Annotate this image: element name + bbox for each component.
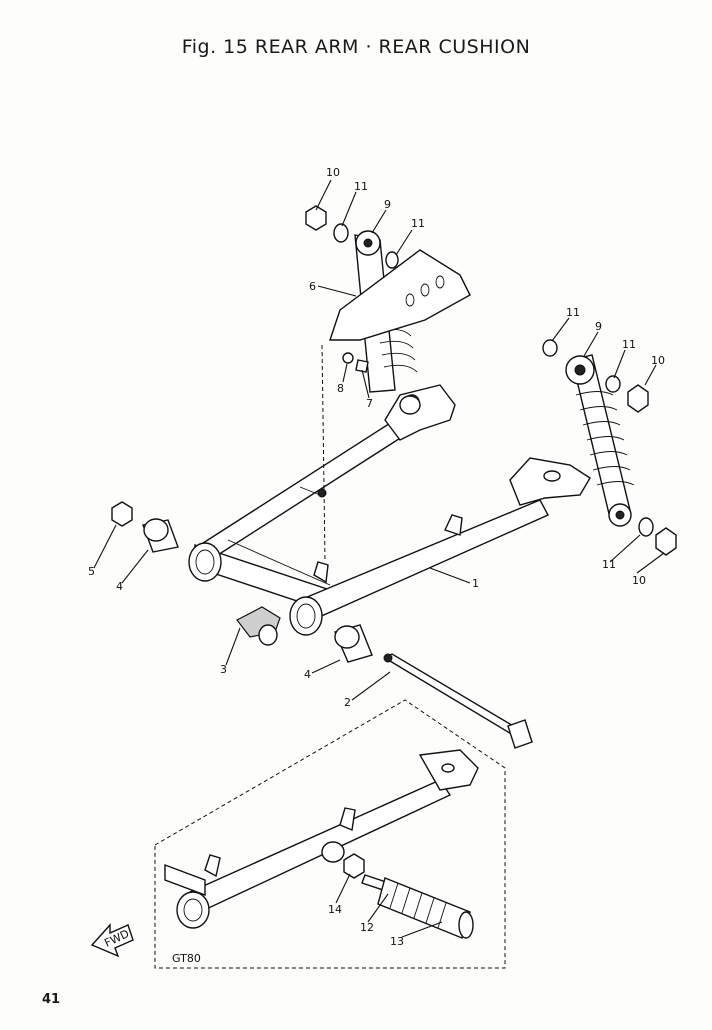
callout-9-right: 9 (595, 320, 602, 333)
rear-arm (188, 384, 591, 636)
callout-14: 14 (328, 903, 342, 916)
page-number: 41 (42, 992, 61, 1007)
figure-title: Fig. 15 REAR ARM · REAR CUSHION (181, 36, 531, 58)
variant-label: GT80 (172, 952, 201, 965)
chain-adjuster (236, 606, 281, 646)
callout-10-right: 10 (651, 354, 665, 367)
callout-11-upper: 11 (411, 217, 425, 230)
callout-13: 13 (390, 935, 404, 948)
leader-lines (93, 179, 665, 938)
rear-cushion-right (542, 339, 677, 556)
pivot-shaft (383, 653, 533, 749)
callout-10-lower: 10 (632, 574, 646, 587)
pivot-bush-left (111, 501, 179, 553)
spring-coils-right (575, 391, 635, 486)
fwd-arrow-icon: FWD (90, 923, 134, 958)
callout-6: 6 (309, 280, 316, 293)
pivot-bush-right (334, 624, 373, 663)
callout-11-right: 11 (622, 338, 636, 351)
callout-12: 12 (360, 921, 374, 934)
callouts: 10 11 9 11 6 8 7 11 9 11 10 11 10 1 5 4 … (88, 166, 665, 965)
callout-9-left: 9 (384, 198, 391, 211)
callout-7: 7 (366, 397, 373, 410)
callout-8: 8 (337, 382, 344, 395)
rear-cushion-left (305, 205, 471, 415)
gt80-inset (154, 699, 506, 969)
callout-11-lower: 11 (602, 558, 616, 571)
callout-1: 1 (472, 577, 479, 590)
callout-11-top: 11 (354, 180, 368, 193)
callout-3: 3 (220, 663, 227, 676)
callout-4-right: 4 (304, 668, 311, 681)
callout-2: 2 (344, 696, 351, 709)
callout-4-left: 4 (116, 580, 123, 593)
callout-11-right-top: 11 (566, 306, 580, 319)
callout-10-top: 10 (326, 166, 340, 179)
callout-5: 5 (88, 565, 95, 578)
